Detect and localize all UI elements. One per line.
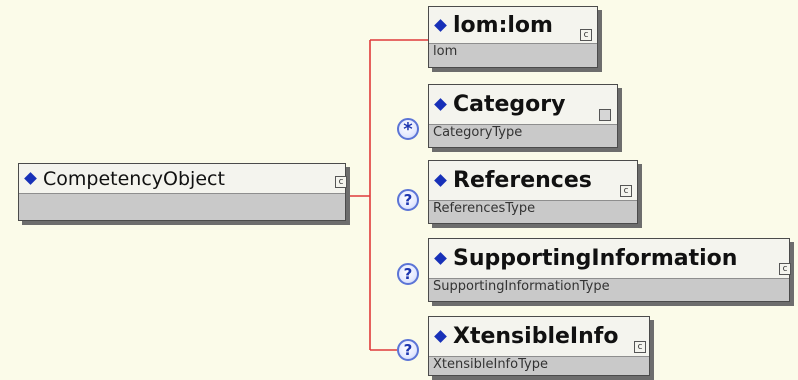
node-type: CategoryType: [433, 125, 523, 140]
node-name: CompetencyObject: [43, 167, 225, 190]
node-xtensibleinfo[interactable]: XtensibleInfo XtensibleInfoType c: [428, 316, 654, 380]
element-diamond-icon: [434, 18, 447, 32]
node-category[interactable]: Category CategoryType: [428, 84, 622, 152]
zero-or-more-badge: *: [397, 118, 419, 140]
node-competencyobject[interactable]: CompetencyObject c: [18, 163, 350, 225]
node-lom[interactable]: lom:lom lom c: [428, 6, 602, 72]
node-type: XtensibleInfoType: [433, 357, 548, 372]
element-diamond-icon: [434, 98, 447, 111]
node-name: SupportingInformation: [453, 246, 738, 271]
node-type: ReferencesType: [433, 201, 536, 216]
node-references[interactable]: References ReferencesType c: [428, 160, 642, 228]
node-type: lom: [433, 44, 458, 59]
node-supportinginformation[interactable]: SupportingInformation SupportingInformat…: [428, 238, 794, 306]
optional-badge: ?: [397, 339, 419, 361]
element-diamond-icon: [434, 174, 447, 187]
complex-type-icon[interactable]: c: [779, 263, 791, 275]
optional-badge: ?: [397, 263, 419, 285]
complex-type-icon[interactable]: c: [620, 185, 632, 197]
node-name: lom:lom: [453, 12, 553, 38]
element-diamond-icon: [434, 330, 447, 343]
node-name: XtensibleInfo: [453, 324, 619, 349]
node-name: References: [453, 168, 592, 193]
element-diamond-icon: [24, 172, 37, 185]
optional-badge: ?: [397, 189, 419, 211]
element-diamond-icon: [434, 252, 447, 265]
complex-type-icon[interactable]: c: [634, 341, 646, 353]
complex-type-icon[interactable]: c: [335, 176, 347, 188]
node-name: Category: [453, 92, 566, 117]
node-type: SupportingInformationType: [433, 279, 610, 294]
complex-type-icon[interactable]: c: [580, 29, 592, 41]
simple-type-icon[interactable]: [599, 109, 611, 121]
